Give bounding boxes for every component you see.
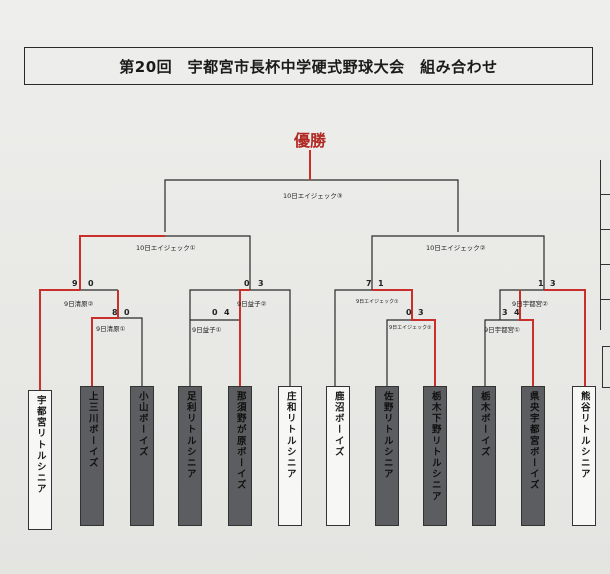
score: 3 [418, 308, 424, 317]
score: 8 [112, 308, 118, 317]
winner-path-right [544, 289, 586, 390]
score: 4 [514, 308, 520, 317]
winner-path-qf3 [372, 289, 436, 390]
team-name: 熊谷リトルシニア [578, 391, 590, 480]
team-box: 庄和リトルシニア [278, 386, 302, 526]
score: 7 [366, 279, 372, 288]
title-box: 第20回 宇都宮市長杯中学硬式野球大会 組み合わせ [24, 47, 593, 85]
team-name: 栃木下野リトルシニア [429, 391, 441, 502]
score: 1 [378, 279, 384, 288]
qf4-label: 9日宇都宮② [512, 300, 548, 308]
score: 0 [406, 308, 412, 317]
final-connector [164, 179, 459, 232]
semi-left-label: 10日エイジェック① [136, 244, 196, 252]
team-box: 那須野が原ボーイズ [228, 386, 252, 526]
champion-label: 優勝 [293, 131, 326, 150]
team-name: 那須野が原ボーイズ [234, 391, 246, 491]
qf1-label: 9日清原② [64, 300, 94, 308]
team-name: 小山ボーイズ [136, 391, 148, 458]
final-label: 10日エイジェック③ [283, 192, 343, 200]
team-box: 小山ボーイズ [130, 386, 154, 526]
r1-1-label: 9日清原① [96, 325, 126, 333]
score: 3 [502, 308, 508, 317]
team-box: 足利リトルシニア [178, 386, 202, 526]
winner-path-qf1 [91, 290, 119, 390]
r1-3-label: 9日エイジェック② [389, 325, 432, 331]
team-box: 県央宇都宮ボーイズ [521, 386, 545, 526]
team-name: 佐野リトルシニア [381, 391, 393, 480]
r1-2-connector [189, 319, 240, 390]
score: 3 [258, 279, 264, 288]
team-name: 庄和リトルシニア [284, 391, 296, 480]
r1-4-label: 9日宇都宮① [484, 326, 520, 334]
team-box: 鹿沼ボーイズ [326, 386, 350, 526]
score: 0 [244, 279, 250, 288]
score: 0 [212, 308, 218, 317]
winner-path-qf4 [519, 290, 534, 390]
semi-right-label: 10日エイジェック② [426, 244, 486, 252]
r1-2-label: 9日益子① [192, 326, 222, 334]
score: 0 [124, 308, 130, 317]
team-name: 上三川ボーイズ [86, 391, 98, 469]
team-box: 佐野リトルシニア [375, 386, 399, 526]
team-box: 宇都宮リトルシニア [28, 390, 52, 530]
side-mark-edge [602, 346, 610, 388]
team-name: 県央宇都宮ボーイズ [527, 391, 539, 491]
side-table-edge [600, 160, 610, 330]
page-title: 第20回 宇都宮市長杯中学硬式野球大会 組み合わせ [119, 57, 498, 76]
winner-path-left [39, 235, 165, 390]
team-name: 宇都宮リトルシニア [34, 395, 46, 495]
team-box: 上三川ボーイズ [80, 386, 104, 526]
team-name: 栃木ボーイズ [478, 391, 490, 458]
score: 9 [72, 279, 78, 288]
semi-right-connector [371, 235, 545, 290]
qf3-label: 9日エイジェック① [356, 299, 399, 305]
qf3-connector [334, 289, 412, 390]
team-box: 栃木ボーイズ [472, 386, 496, 526]
team-box: 栃木下野リトルシニア [423, 386, 447, 526]
qf2-label: 9日益子② [237, 300, 267, 308]
winner-path-qf2 [239, 289, 250, 390]
team-name: 鹿沼ボーイズ [332, 391, 344, 458]
team-name: 足利リトルシニア [184, 391, 196, 480]
score: 1 [538, 279, 544, 288]
score: 3 [550, 279, 556, 288]
r1-4-connector [484, 319, 533, 390]
team-box: 熊谷リトルシニア [572, 386, 596, 526]
score: 0 [88, 279, 94, 288]
score: 4 [224, 308, 230, 317]
